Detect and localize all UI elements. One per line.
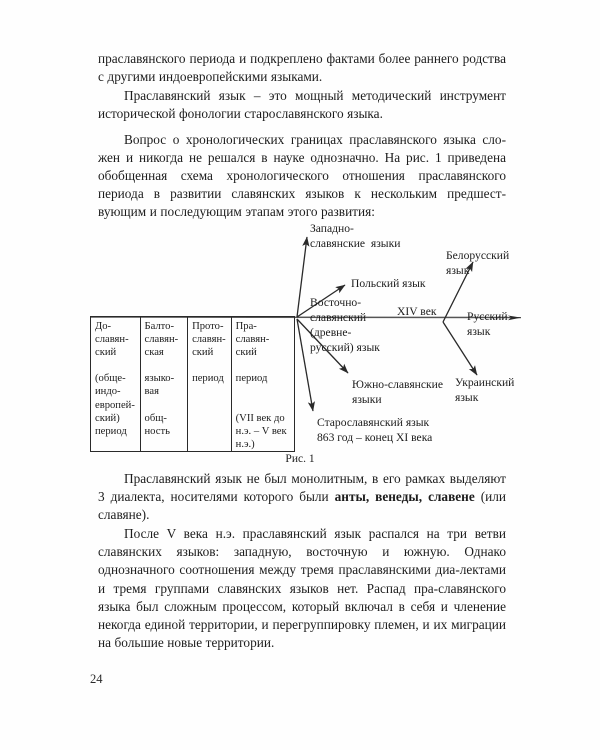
branch-polish	[296, 284, 346, 318]
paragraph-dialects-part-b: (или славяне).	[98, 489, 507, 523]
timeline-end-arrowhead	[508, 315, 521, 321]
paragraph-dialects: Праславянский язык не был монолитным, в …	[98, 470, 506, 524]
label-west-slavic: Западно- славянские языки	[310, 222, 401, 250]
paragraph-chronology-question: Вопрос о хронологических границах прасла…	[98, 132, 506, 220]
table-column-proto-slavic: Прото- славян- ский период	[188, 317, 232, 451]
label-south-slavic: Южно-славянские языки	[352, 378, 443, 406]
paragraph-dialects-part-a: Праславянский язык не был монолитным, в …	[98, 471, 506, 505]
diagram-vector-layer	[89, 236, 522, 412]
text-block-intro: Вопрос о хронологических границах прасла…	[98, 131, 506, 222]
page-number: 24	[90, 672, 103, 686]
paragraph-continuation: праславянского периода и подкреплено фак…	[98, 51, 506, 85]
figure-chronology-diagram: До- славян- ский (обще- индо- европей- с…	[0, 215, 600, 465]
label-century-marker: XIV век	[397, 305, 437, 318]
branch-south-slavic	[296, 318, 349, 374]
branch-ukrainian	[442, 321, 478, 376]
branch-old-church-slavonic	[296, 318, 315, 412]
text-block-top: праславянского периода и подкреплено фак…	[98, 50, 506, 124]
paragraph-three-branches: После V века н.э. праславянский язык рас…	[98, 526, 506, 650]
label-ukrainian: Украинский язык	[455, 376, 515, 404]
chronology-table: До- славян- ский (обще- индо- европей- с…	[90, 316, 295, 452]
paragraph-proto-slavic-tool: Праславянский язык – это мощный методиче…	[98, 88, 506, 122]
table-column-pre-slavic: До- славян- ский (обще- индо- европей- с…	[91, 317, 141, 451]
branch-west-slavic	[296, 236, 310, 318]
text-block-bottom: Праславянский язык не был монолитным, в …	[98, 470, 506, 653]
timeline-axis	[89, 316, 522, 319]
table-column-balto-slavic: Балто- славян- ская языко- вая общ- ност…	[141, 317, 189, 451]
label-polish: Польский язык	[351, 277, 426, 290]
branch-belarusian	[442, 261, 474, 323]
label-russian: Русский язык	[467, 310, 508, 338]
figure-caption: Рис. 1	[285, 453, 315, 465]
table-column-praslavic: Пра- славян- ский период (VII век до н.э…	[235, 321, 287, 450]
label-old-church-slavonic: Старославянский язык 863 год – конец XI …	[317, 416, 433, 444]
paragraph-dialects-tribes: анты, венеды, славене	[334, 489, 475, 505]
label-belarusian: Белорусский язык	[446, 249, 510, 277]
label-east-slavic: Восточно- славянский (древне- русский) я…	[310, 296, 380, 354]
